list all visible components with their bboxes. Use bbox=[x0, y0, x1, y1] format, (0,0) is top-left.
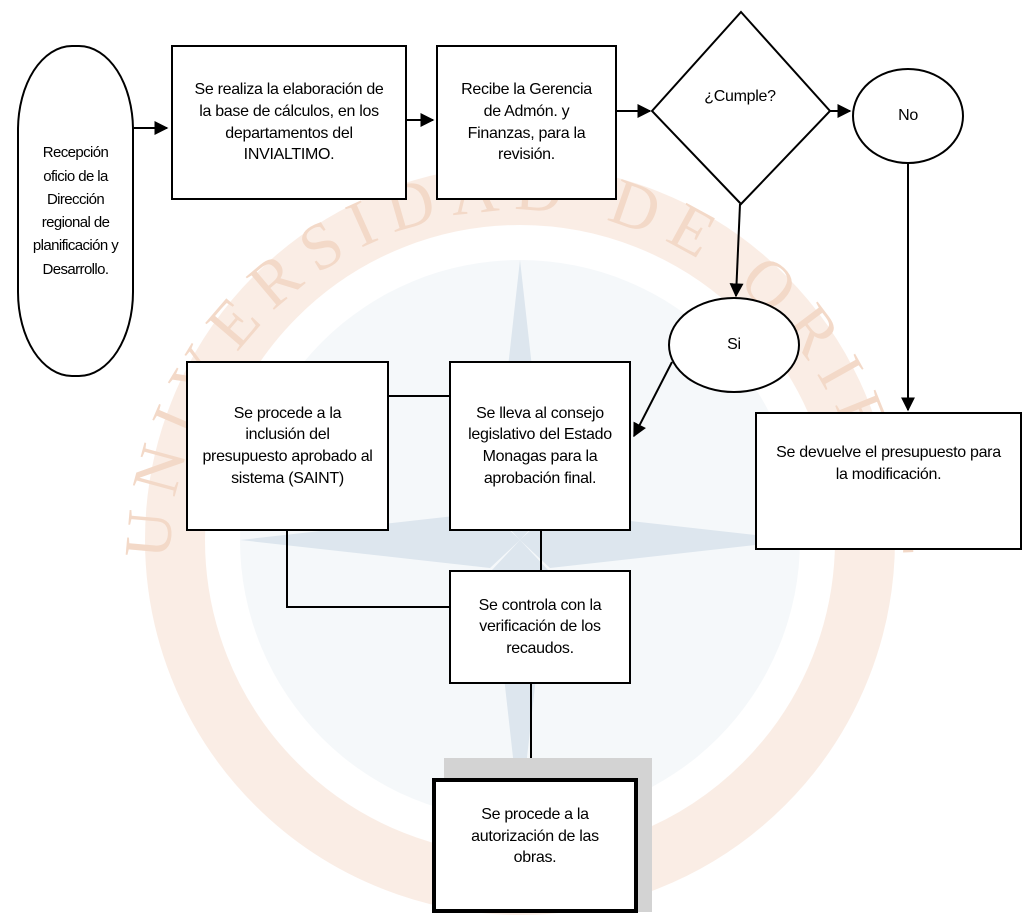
decision-label: ¿Cumple? bbox=[704, 88, 776, 106]
calc-base-box: Se realiza la elaboración de la base de … bbox=[171, 45, 407, 200]
decision-diamond bbox=[650, 10, 832, 206]
council-box: Se lleva al consejo legislativo del Esta… bbox=[449, 361, 631, 531]
start-terminal: Recepción oficio de la Dirección regiona… bbox=[17, 45, 134, 377]
no-circle: No bbox=[852, 68, 964, 164]
returned-label: Se devuelve el presupuesto para la modif… bbox=[776, 444, 1001, 483]
inclusion-box: Se procede a la inclusión del presupuest… bbox=[186, 361, 389, 531]
yes-label: Si bbox=[727, 336, 741, 354]
review-box: Recibe la Gerencia de Admón. y Finanzas,… bbox=[436, 45, 617, 200]
control-box: Se controla con la verificación de los r… bbox=[449, 570, 631, 684]
review-label: Recibe la Gerencia de Admón. y Finanzas,… bbox=[461, 81, 592, 164]
council-label: Se lleva al consejo legislativo del Esta… bbox=[468, 404, 612, 487]
inclusion-label: Se procede a la inclusión del presupuest… bbox=[202, 404, 373, 487]
calc-base-label: Se realiza la elaboración de la base de … bbox=[194, 81, 384, 164]
yes-circle: Si bbox=[668, 297, 800, 393]
authorization-label: Se procede a la autorización de las obra… bbox=[471, 806, 599, 867]
start-label: Recepción oficio de la Dirección regiona… bbox=[32, 144, 119, 278]
authorization-box: Se procede a la autorización de las obra… bbox=[432, 778, 638, 913]
no-label: No bbox=[898, 107, 918, 125]
returned-box: Se devuelve el presupuesto para la modif… bbox=[755, 412, 1022, 550]
control-label: Se controla con la verificación de los r… bbox=[478, 596, 602, 657]
